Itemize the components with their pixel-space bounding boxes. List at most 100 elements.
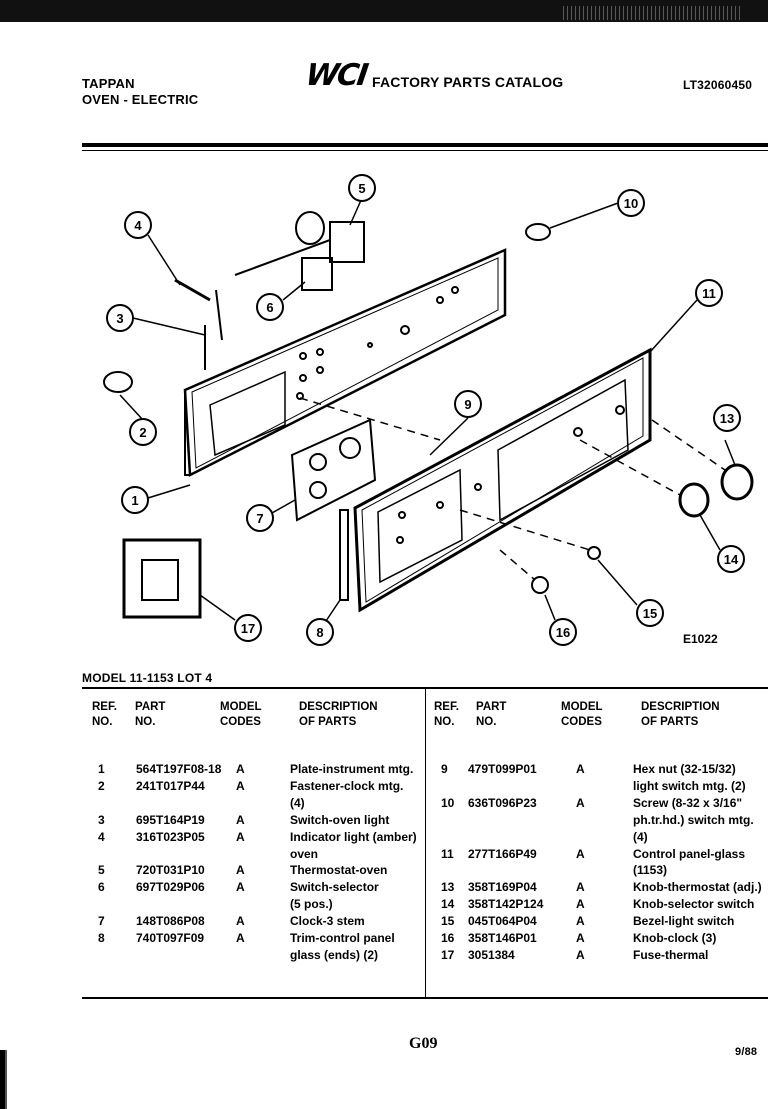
row-description: Screw (8-32 x 3/16" — [633, 795, 743, 810]
row-model-code: A — [576, 931, 585, 945]
row-model-code: A — [236, 829, 245, 844]
row-ref: 10 — [441, 795, 455, 810]
callout-1 — [121, 486, 149, 514]
row-model-code: A — [576, 914, 585, 929]
row-model-code: A — [576, 897, 585, 912]
row-model-code: A — [236, 812, 245, 827]
callout-3 — [106, 304, 134, 332]
table-row: ph.tr.hd.) switch mtg. — [434, 812, 764, 828]
row-description: (4) — [633, 829, 648, 844]
left-header-codes: MODEL CODES — [220, 701, 262, 728]
row-part: 720T031P10 — [136, 863, 205, 878]
row-model-code: A — [236, 914, 245, 929]
row-description: (5 pos.) — [290, 897, 333, 912]
row-description: Hex nut (32-15/32) — [633, 762, 736, 776]
callout-label-1: 1 — [131, 493, 138, 508]
row-part: 358T142P124 — [468, 897, 544, 912]
right-header-ref: REF. NO. — [434, 701, 459, 728]
model-rule — [82, 687, 768, 689]
row-model-code: A — [576, 947, 585, 962]
right-header-codes: MODEL CODES — [561, 701, 603, 728]
row-description: Trim-control panel — [290, 931, 395, 945]
left-header-ref: REF. NO. — [92, 701, 117, 728]
row-ref: 16 — [441, 931, 455, 945]
wci-logo: WCI — [303, 58, 369, 93]
product-label: OVEN - ELECTRIC — [82, 92, 199, 107]
brand-label: TAPPAN — [82, 76, 135, 91]
callout-11 — [695, 279, 723, 307]
table-row: (4) — [92, 795, 422, 811]
table-row: oven — [92, 846, 422, 862]
callout-13 — [713, 404, 741, 432]
right-header-desc: DESCRIPTION OF PARTS — [641, 701, 720, 728]
callout-15 — [636, 599, 664, 627]
row-description: Fastener-clock mtg. — [290, 778, 404, 793]
row-model-code: A — [576, 762, 585, 776]
callout-label-14: 14 — [724, 552, 739, 567]
row-part: 564T197F08-18 — [136, 762, 222, 776]
left-edge-scan-mark — [0, 1050, 12, 1109]
row-description: Switch-selector — [290, 880, 379, 895]
row-ref: 7 — [98, 914, 105, 929]
callout-14 — [717, 545, 745, 573]
row-part: 045T064P04 — [468, 914, 537, 929]
row-model-code: A — [236, 762, 245, 776]
top-scan-band-speckle — [560, 6, 740, 20]
row-part: 358T146P01 — [468, 931, 537, 945]
callout-9 — [454, 390, 482, 418]
callout-4 — [124, 211, 152, 239]
row-part: 148T086P08 — [136, 914, 205, 929]
row-description: Knob-thermostat (adj.) — [633, 880, 762, 895]
row-ref: 5 — [98, 863, 105, 878]
table-row: glass (ends) (2) — [92, 947, 422, 963]
row-ref: 14 — [441, 897, 455, 912]
row-description: light switch mtg. (2) — [633, 778, 746, 793]
row-description: glass (ends) (2) — [290, 947, 379, 962]
row-model-code: A — [236, 863, 245, 878]
row-ref: 4 — [98, 829, 105, 844]
callout-label-2: 2 — [139, 425, 146, 440]
row-ref: 6 — [98, 880, 105, 895]
row-description: Plate-instrument mtg. — [290, 762, 414, 776]
catalog-number: LT32060450 — [683, 78, 753, 92]
callout-label-6: 6 — [266, 300, 273, 315]
exploded-parts-diagram: 4 3 2 1 5 6 7 8 9 10 11 13 14 15 16 17 E… — [103, 174, 754, 646]
row-description: (1153) — [633, 863, 668, 878]
table-row: 2 241T017P44 A Fastener-clock mtg. — [92, 778, 422, 794]
row-description: Bezel-light switch — [633, 914, 735, 929]
row-part: 636T096P23 — [468, 795, 537, 810]
callout-label-11: 11 — [702, 286, 716, 301]
row-description: Thermostat-oven — [290, 863, 388, 878]
footer-date: 9/88 — [735, 1046, 758, 1058]
row-description: Fuse-thermal — [633, 947, 709, 962]
callout-label-3: 3 — [116, 311, 123, 326]
callout-label-15: 15 — [643, 606, 657, 621]
row-ref: 8 — [98, 931, 105, 945]
callout-label-13: 13 — [720, 411, 734, 426]
row-ref: 9 — [441, 762, 448, 776]
row-part: 277T166P49 — [468, 846, 537, 861]
row-model-code: A — [236, 778, 245, 793]
left-header-desc: DESCRIPTION OF PARTS — [299, 701, 378, 728]
row-ref: 11 — [441, 846, 454, 861]
row-description: ph.tr.hd.) switch mtg. — [633, 812, 754, 827]
row-model-code: A — [576, 880, 585, 895]
row-description: Switch-oven light — [290, 812, 390, 827]
row-ref: 2 — [98, 778, 105, 793]
left-header-part: PART NO. — [135, 701, 166, 728]
callout-label-5: 5 — [358, 181, 365, 196]
callout-label-16: 16 — [556, 625, 570, 640]
right-header-part: PART NO. — [476, 701, 507, 728]
row-description: (4) — [290, 795, 305, 810]
row-model-code: A — [236, 931, 245, 945]
callout-label-17: 17 — [241, 621, 255, 636]
row-part: 241T017P44 — [136, 778, 205, 793]
callout-7 — [246, 504, 274, 532]
